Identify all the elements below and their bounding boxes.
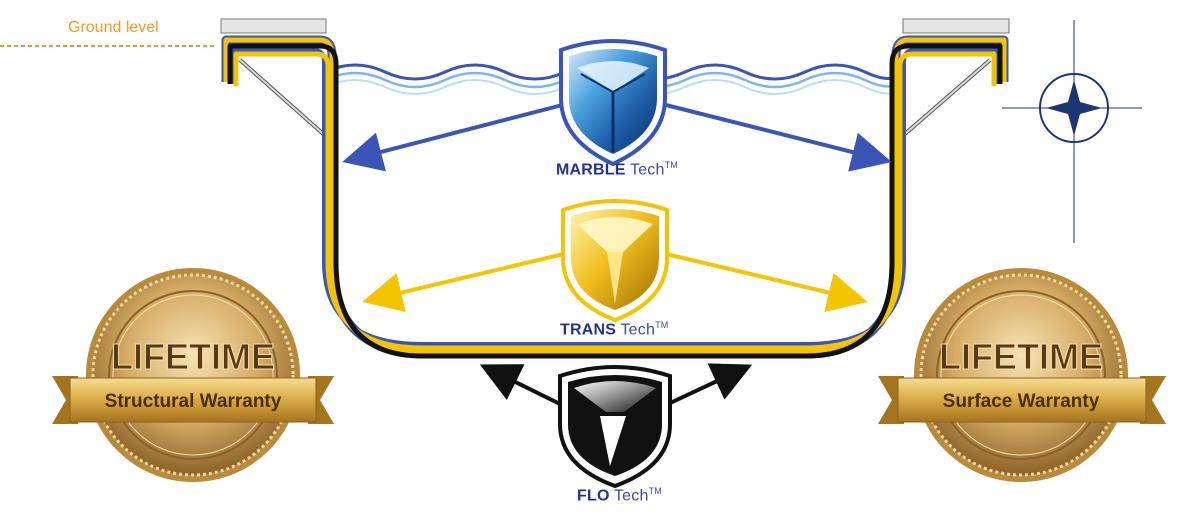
flo-shield-icon <box>558 365 672 489</box>
compass-star-icon <box>1002 20 1142 243</box>
flo-tm: TM <box>648 486 662 496</box>
flo-suffix: Tech <box>613 487 649 505</box>
left-coping <box>220 18 327 34</box>
marble-brand: MARBLE <box>556 161 626 179</box>
flo-brand: FLO <box>577 487 610 505</box>
right-brace <box>896 58 992 142</box>
trans-tech-label: TRANS TechTM <box>560 320 668 339</box>
marble-tm: TM <box>664 160 679 170</box>
trans-tm: TM <box>655 320 669 330</box>
trans-suffix: Tech <box>620 321 656 339</box>
left-warranty-seal <box>86 268 300 482</box>
right-ribbon-text: Surface Warranty <box>943 391 1100 412</box>
right-seal-title: LIFETIME <box>939 336 1103 377</box>
flo-tech-label: FLO TechTM <box>577 486 662 505</box>
flo-arrow-left <box>479 364 561 406</box>
marble-arrow-right <box>657 101 892 172</box>
left-brace <box>238 58 332 142</box>
marble-arrow-left <box>342 101 571 172</box>
right-warranty-seal <box>914 268 1128 482</box>
trans-arrow-left <box>362 251 569 313</box>
ground-level-label: Ground level <box>68 19 159 36</box>
pool-shell <box>221 35 1009 359</box>
trans-brand: TRANS <box>560 321 617 339</box>
right-ribbon <box>878 376 1166 424</box>
left-ribbon <box>52 376 334 424</box>
marble-tech-label: MARBLE TechTM <box>556 160 678 179</box>
flo-arrow-right <box>667 363 753 406</box>
right-coping <box>902 18 1010 34</box>
left-seal-title: LIFETIME <box>111 336 275 377</box>
trans-shield-icon <box>561 199 669 323</box>
marble-shield-icon <box>559 39 667 167</box>
marble-suffix: Tech <box>630 161 665 179</box>
trans-arrow-right <box>661 251 868 313</box>
left-ribbon-text: Structural Warranty <box>105 391 282 412</box>
